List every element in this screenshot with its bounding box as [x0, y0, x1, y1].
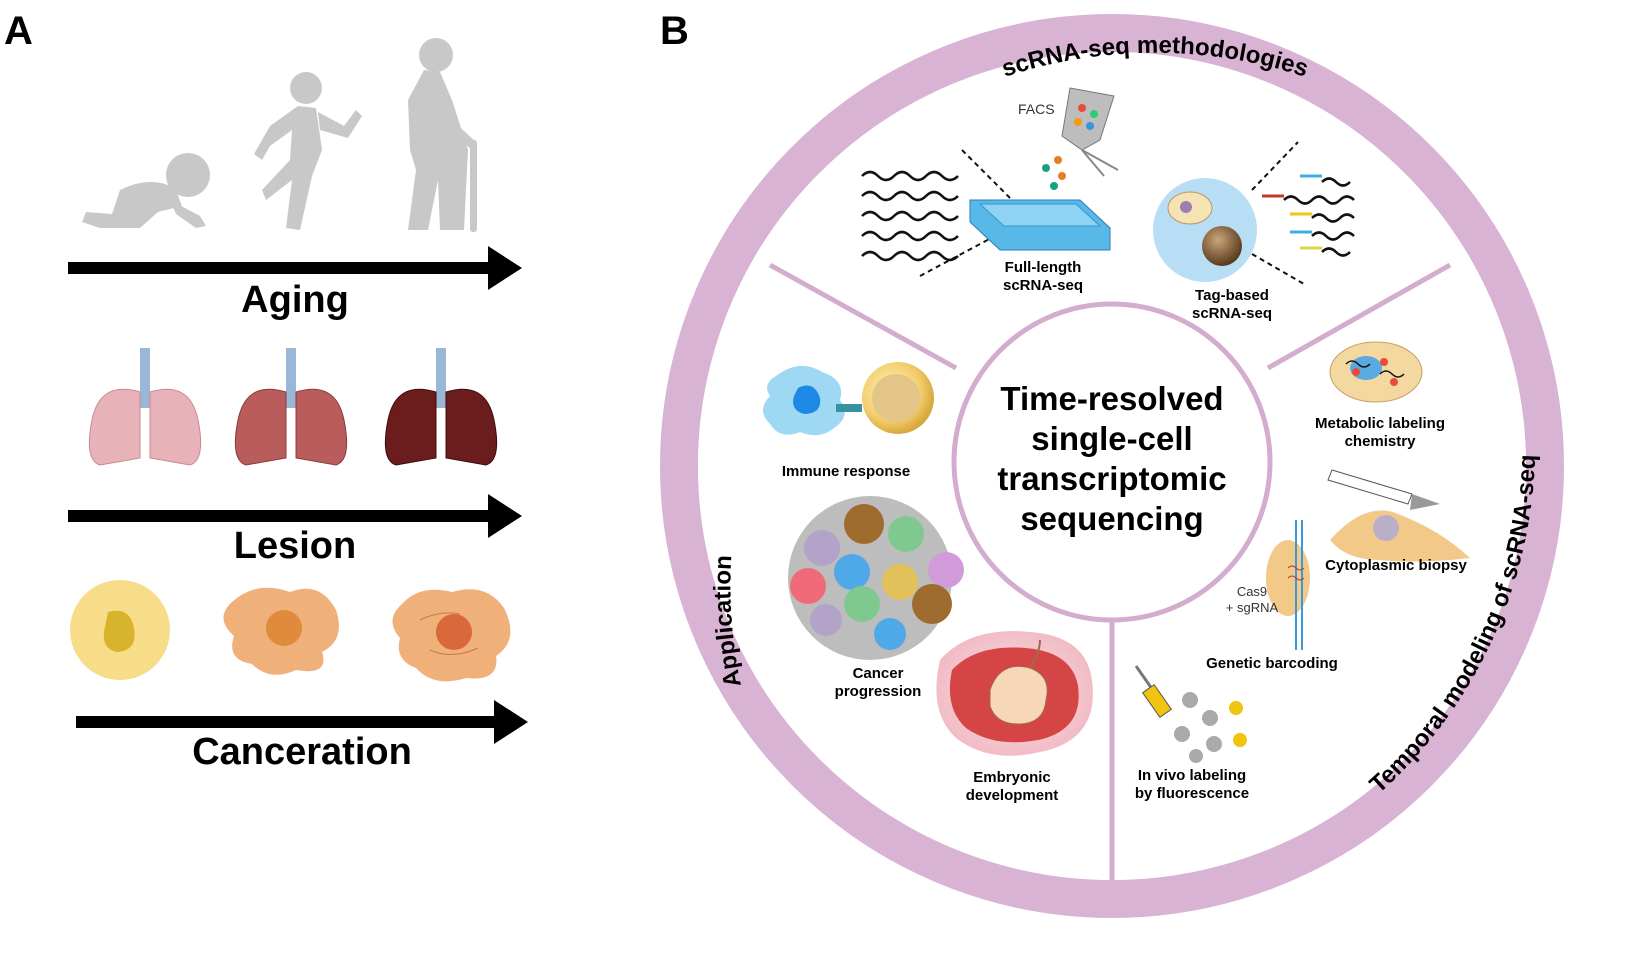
embryo-label-line-1: Embryonic — [973, 769, 1051, 786]
center-title-line-1: Time-resolved — [1000, 380, 1223, 417]
in-vivo-labeling-icon — [1134, 665, 1247, 763]
panel-a-label: A — [4, 9, 33, 53]
lesion-arrow — [68, 494, 522, 538]
in-vivo-label-line-1: In vivo labeling — [1138, 767, 1246, 784]
full-length-label-line-2: scRNA-seq — [1003, 277, 1083, 294]
tag-based-cell-icon — [1153, 178, 1257, 282]
normal-cell-icon — [70, 580, 170, 680]
transforming-cell-icon — [223, 587, 339, 675]
aging-title: Aging — [241, 279, 349, 321]
lung-damaged-icon — [234, 348, 348, 466]
lesion-title: Lesion — [234, 525, 356, 567]
tag-based-label-line-2: scRNA-seq — [1192, 305, 1272, 322]
microwell-plate-icon — [969, 199, 1111, 251]
immune-response-label: Immune response — [782, 463, 910, 480]
embryo-label-line-2: development — [966, 787, 1059, 804]
genetic-barcoding-label: Genetic barcoding — [1206, 655, 1338, 672]
lung-healthy-icon — [88, 348, 202, 466]
genetic-barcoding-icon — [1266, 520, 1310, 650]
canceration-arrow — [76, 700, 528, 744]
cancer-progression-label-line-2: progression — [835, 683, 922, 700]
embryo-icon — [936, 631, 1093, 756]
center-title-line-3: transcriptomic — [997, 460, 1226, 497]
lung-diseased-icon — [384, 348, 498, 466]
full-length-wave-icon — [861, 170, 959, 262]
tagged-transcripts-icon — [1262, 174, 1355, 257]
cancer-progression-icon — [788, 496, 964, 660]
cancer-progression-label-line-1: Cancer — [853, 665, 904, 682]
center-circle — [951, 301, 1273, 623]
tag-based-label-line-1: Tag-based — [1195, 287, 1269, 304]
divider-right — [1266, 262, 1452, 371]
outer-ring — [660, 14, 1564, 918]
aging-arrow — [68, 246, 522, 290]
baby-silhouette-icon — [82, 153, 210, 228]
dashed-lines-right — [1251, 141, 1305, 285]
divider-left — [768, 262, 958, 371]
metabolic-label-line-2: chemistry — [1345, 433, 1417, 450]
cytoplasmic-biopsy-icon — [1327, 469, 1470, 562]
cas9-label-line-1: Cas9 — [1237, 584, 1267, 599]
cas9-label-line-2: + sgRNA — [1226, 600, 1279, 615]
in-vivo-label-line-2: by fluorescence — [1135, 785, 1249, 802]
full-length-label-line-1: Full-length — [1005, 259, 1082, 276]
immune-response-icon — [763, 362, 934, 436]
center-title-line-2: single-cell — [1031, 420, 1192, 457]
panel-b-label: B — [660, 9, 689, 53]
cancer-cell-icon — [392, 589, 511, 682]
facs-label: FACS — [1018, 101, 1055, 117]
metabolic-label-line-1: Metabolic labeling — [1315, 415, 1445, 432]
panel-b: B Time-resolved single-cell transcriptom… — [660, 9, 1564, 918]
center-title-line-4: sequencing — [1020, 500, 1203, 537]
panel-a: A Aging — [4, 9, 528, 773]
canceration-title: Canceration — [192, 731, 412, 773]
metabolic-labeling-icon — [1329, 341, 1423, 403]
child-running-silhouette-icon — [254, 72, 362, 230]
elderly-silhouette-icon — [408, 38, 477, 232]
cytoplasmic-biopsy-label: Cytoplasmic biopsy — [1325, 557, 1467, 574]
facs-sorter-icon — [1042, 87, 1119, 190]
